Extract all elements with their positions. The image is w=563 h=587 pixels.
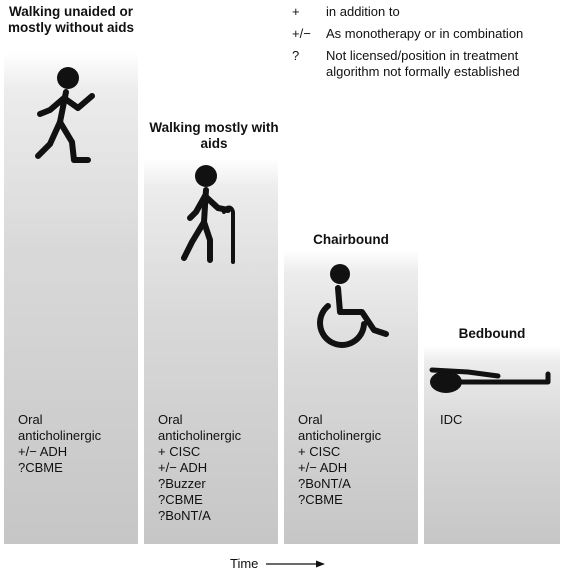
- arrow-right-icon: [266, 560, 326, 567]
- treatment-list-walking-unaided: Oral anticholinergic +/− ADH ?CBME: [18, 412, 101, 476]
- treatment-item: ?Buzzer: [158, 476, 206, 491]
- treatment-item: ?CBME: [298, 492, 343, 507]
- treatment-item: anticholinergic: [18, 428, 102, 443]
- legend-item-plus: + in addition to: [292, 4, 560, 20]
- treatment-item: Oral: [298, 412, 323, 427]
- treatment-item: ?BoNT/A: [158, 508, 211, 523]
- treatment-item: + CISC: [298, 444, 341, 459]
- stage-column-chairbound: [284, 250, 418, 544]
- treatment-item: Oral: [18, 412, 43, 427]
- legend-text: in addition to: [326, 4, 400, 19]
- legend-item-question: ? Not licensed/position in treatment alg…: [292, 48, 560, 80]
- treatment-item: anticholinergic: [158, 428, 242, 443]
- treatment-list-walking-with-aids: Oral anticholinergic + CISC +/− ADH ?Buz…: [158, 412, 241, 524]
- treatment-list-chairbound: Oral anticholinergic + CISC +/− ADH ?BoN…: [298, 412, 381, 508]
- treatment-item: +/− ADH: [298, 460, 348, 475]
- legend-item-plus-minus: +/− As monotherapy or in combination: [292, 26, 560, 42]
- time-axis-label: Time: [230, 556, 259, 571]
- stage-title-chairbound: Chairbound: [313, 232, 389, 247]
- treatment-item: anticholinergic: [298, 428, 382, 443]
- walking-with-cane-icon: [181, 165, 235, 264]
- bedbound-person-icon: [429, 367, 551, 393]
- stage-title-walking-unaided: Walking unaided or mostly without aids: [7, 4, 134, 35]
- stage-column-walking-with-aids: [144, 158, 278, 544]
- stage-title-bedbound: Bedbound: [458, 326, 526, 341]
- treatment-item: ?BoNT/A: [298, 476, 351, 491]
- treatment-item: +/− ADH: [158, 460, 208, 475]
- legend-text: Not licensed/position in treatment algor…: [326, 48, 520, 79]
- legend-text: As monotherapy or in combination: [326, 26, 524, 41]
- wheelchair-icon: [317, 264, 389, 348]
- treatment-item: IDC: [440, 412, 463, 427]
- legend-symbol: +: [292, 4, 300, 19]
- treatment-item: + CISC: [158, 444, 201, 459]
- time-axis: Time: [230, 556, 326, 571]
- stage-column-walking-unaided: [4, 52, 138, 544]
- treatment-item: Oral: [158, 412, 183, 427]
- walking-person-icon: [35, 67, 95, 163]
- treatment-item: +/− ADH: [18, 444, 68, 459]
- treatment-item: ?CBME: [18, 460, 63, 475]
- legend-symbol: +/−: [292, 26, 311, 41]
- treatment-list-bedbound: IDC: [440, 412, 462, 428]
- legend: + in addition to +/− As monotherapy or i…: [292, 4, 560, 86]
- treatment-item: ?CBME: [158, 492, 203, 507]
- legend-symbol: ?: [292, 48, 300, 63]
- stage-title-walking-with-aids: Walking mostly with aids: [149, 120, 279, 151]
